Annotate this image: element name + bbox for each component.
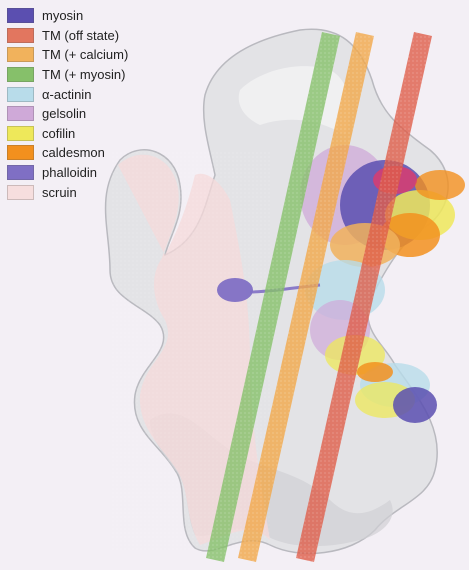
legend-swatch <box>7 28 34 43</box>
legend-label: α-actinin <box>42 87 91 102</box>
legend-swatch <box>7 165 34 180</box>
legend-label: gelsolin <box>42 106 86 121</box>
legend-item: TM (off state) <box>7 26 182 46</box>
legend-item: gelsolin <box>7 104 182 124</box>
legend-label: TM (+ calcium) <box>42 47 128 62</box>
legend-item: phalloidin <box>7 163 182 183</box>
legend-item: cofilin <box>7 124 182 144</box>
legend-label: cofilin <box>42 126 75 141</box>
legend-swatch <box>7 87 34 102</box>
legend-label: caldesmon <box>42 145 105 160</box>
legend-item: α-actinin <box>7 84 182 104</box>
legend-item: scruin <box>7 182 182 202</box>
legend-label: myosin <box>42 8 83 23</box>
legend-item: myosin <box>7 6 182 26</box>
legend-item: TM (+ myosin) <box>7 65 182 85</box>
legend-item: caldesmon <box>7 143 182 163</box>
legend-swatch <box>7 185 34 200</box>
legend-item: TM (+ calcium) <box>7 45 182 65</box>
legend-swatch <box>7 145 34 160</box>
scruin-region <box>110 150 270 550</box>
legend-label: scruin <box>42 185 77 200</box>
legend-swatch <box>7 8 34 23</box>
legend-swatch <box>7 106 34 121</box>
legend: myosin TM (off state) TM (+ calcium) TM (+ … <box>7 6 182 202</box>
legend-swatch <box>7 126 34 141</box>
legend-swatch <box>7 67 34 82</box>
legend-label: phalloidin <box>42 165 97 180</box>
legend-label: TM (off state) <box>42 28 119 43</box>
legend-label: TM (+ myosin) <box>42 67 125 82</box>
legend-swatch <box>7 47 34 62</box>
